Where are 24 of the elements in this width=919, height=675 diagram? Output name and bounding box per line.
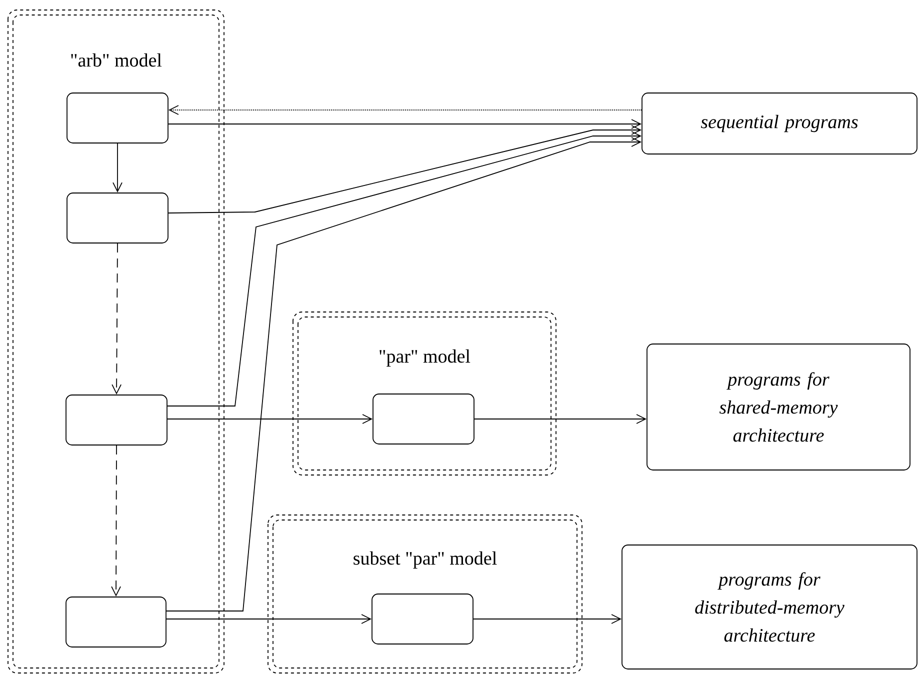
empty-box — [66, 192, 168, 244]
arrow — [111, 445, 121, 597]
empty-box — [66, 92, 168, 144]
arrow — [474, 414, 647, 424]
arrow — [168, 105, 642, 115]
arrow — [168, 119, 642, 129]
empty-box — [66, 596, 166, 648]
arrow — [166, 137, 642, 612]
arrow — [166, 614, 372, 624]
group-frame: "arb" model — [8, 10, 224, 674]
arrow — [167, 131, 642, 406]
text-box: programs for shared-memory architecture — [646, 344, 910, 470]
empty-box — [372, 394, 474, 444]
empty-box — [372, 594, 474, 644]
empty-box — [66, 394, 168, 446]
arrow — [167, 414, 373, 424]
group-frame: subset "par" model — [268, 514, 582, 674]
arrow — [112, 143, 122, 193]
arrow — [112, 243, 122, 395]
arrow — [168, 125, 642, 214]
group-frame: "par" model — [292, 312, 556, 476]
text-box: sequential programs — [642, 92, 918, 154]
text-box: programs for distributed-memory architecture — [622, 544, 918, 670]
arrow — [473, 614, 622, 624]
